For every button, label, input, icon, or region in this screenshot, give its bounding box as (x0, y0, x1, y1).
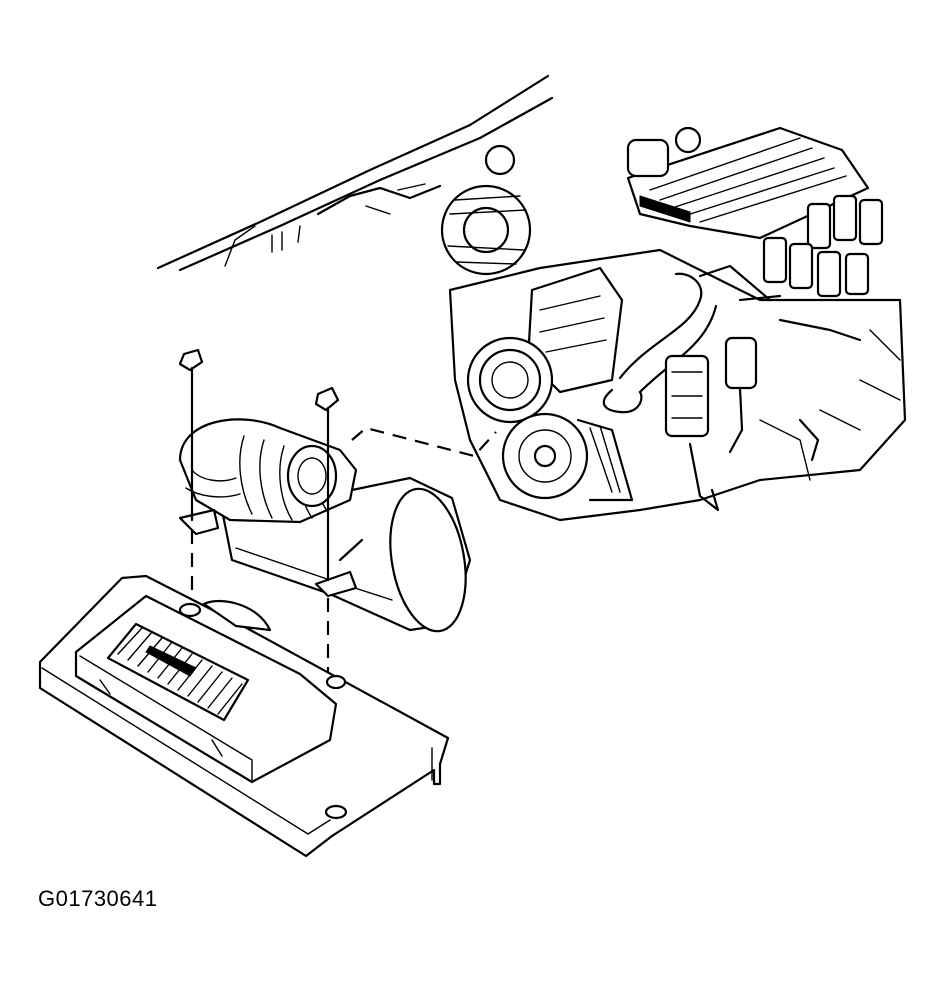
air-cleaner-housing (38, 574, 450, 858)
retainer-fastener-left (178, 348, 204, 522)
air-intake-duct (178, 418, 472, 633)
filter-grille-hatching (117, 627, 243, 715)
retainer-fastener-right (314, 386, 340, 582)
hood-edge (156, 74, 554, 272)
figure-id-label: G01730641 (38, 886, 158, 911)
engine-assembly (440, 126, 907, 522)
duct-connection-guide (351, 426, 497, 458)
